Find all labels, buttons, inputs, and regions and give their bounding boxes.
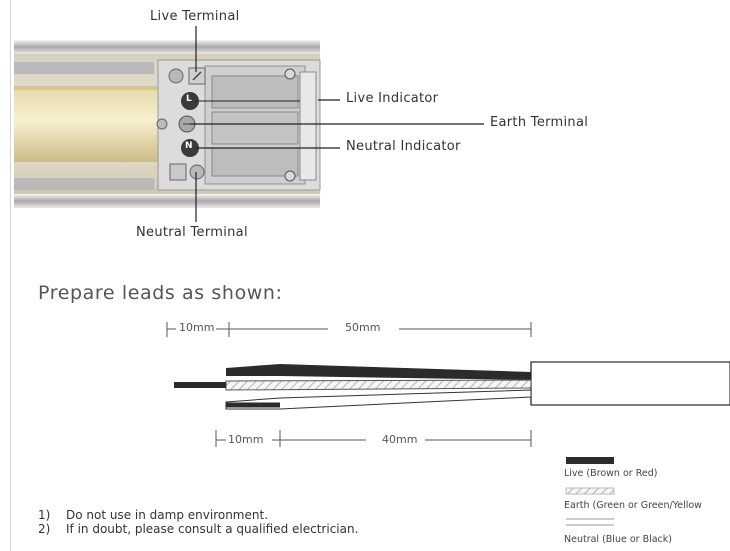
legend-earth-label: Earth (Green or Green/Yellow bbox=[564, 500, 702, 511]
note-2-text: If in doubt, please consult a qualified … bbox=[66, 522, 359, 536]
lamp-tube bbox=[14, 86, 166, 162]
dim-top-long: 50mm bbox=[345, 321, 381, 334]
legend-neutral-label: Neutral (Blue or Black) bbox=[564, 534, 672, 545]
note-1-text: Do not use in damp environment. bbox=[66, 508, 269, 522]
dim-bottom-short: 10mm bbox=[228, 433, 264, 446]
live-terminal-label: Live Terminal bbox=[150, 9, 240, 24]
earth-wire bbox=[225, 379, 532, 391]
marker-l: L bbox=[186, 94, 192, 104]
neutral-wire bbox=[225, 389, 532, 410]
neutral-indicator-label: Neutral Indicator bbox=[346, 139, 461, 154]
legend-live-label: Live (Brown or Red) bbox=[564, 468, 658, 479]
live-wire bbox=[226, 364, 531, 380]
leads-heading: Prepare leads as shown: bbox=[38, 282, 283, 304]
neutral-terminal-marker bbox=[181, 139, 199, 157]
note-1-number: 1) bbox=[38, 508, 51, 522]
legend-swatch-earth bbox=[565, 487, 615, 495]
live-indicator-label: Live Indicator bbox=[346, 91, 439, 106]
earth-terminal-label: Earth Terminal bbox=[490, 115, 589, 130]
dim-top-short: 10mm bbox=[179, 321, 215, 334]
note-2-number: 2) bbox=[38, 522, 51, 536]
legend-swatch-live bbox=[566, 457, 614, 464]
dim-bottom-long: 40mm bbox=[382, 433, 418, 446]
live-terminal-marker bbox=[181, 92, 199, 110]
marker-n: N bbox=[185, 141, 193, 151]
margin-rule bbox=[10, 0, 11, 551]
neutral-terminal-label: Neutral Terminal bbox=[136, 225, 248, 240]
cable-sheath bbox=[530, 361, 730, 406]
